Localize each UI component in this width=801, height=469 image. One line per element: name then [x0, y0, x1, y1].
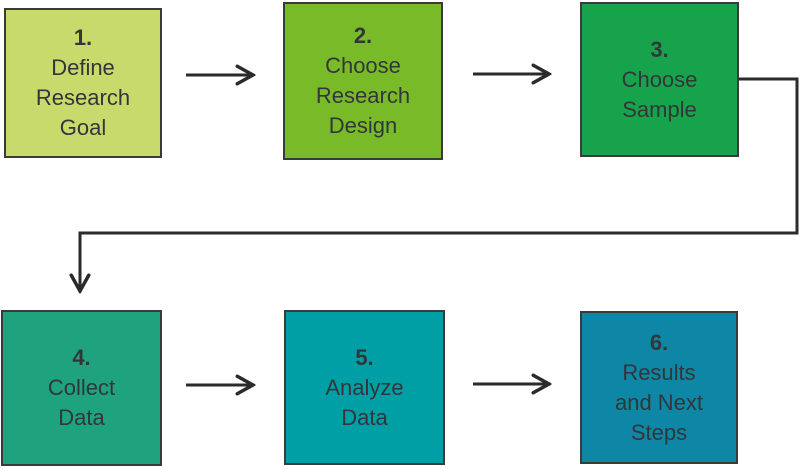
step-5-number: 5. — [355, 344, 374, 370]
step-2-box: 2. Choose Research Design — [283, 2, 443, 160]
step-4-number: 4. — [72, 345, 91, 370]
step-3-label: Choose Sample — [621, 66, 698, 122]
step-6-number: 6. — [649, 329, 669, 355]
step-2-number: 2. — [353, 23, 373, 48]
step-4-box: 4. Collect Data — [1, 310, 162, 466]
step-1-number: 1. — [73, 25, 93, 50]
step-3-box: 3. Choose Sample — [580, 2, 739, 157]
step-2-label: Choose Research Design — [315, 53, 411, 138]
step-4-label: Collect Data — [47, 375, 116, 430]
step-3-number: 3. — [650, 36, 669, 62]
step-5-box: 5. Analyze Data — [284, 310, 445, 465]
step-6-label: Results and Next Steps — [614, 359, 704, 445]
step-6-box: 6. Results and Next Steps — [580, 311, 738, 464]
step-1-box: 1. Define Research Goal — [4, 8, 162, 158]
step-5-label: Analyze Data — [325, 374, 404, 430]
step-1-label: Define Research Goal — [35, 55, 131, 140]
